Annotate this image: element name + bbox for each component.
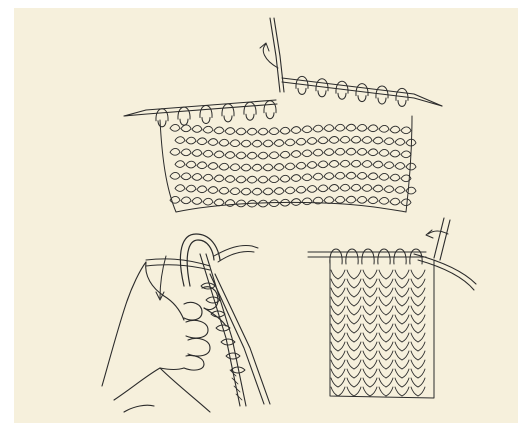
knitting-illustration: [14, 8, 518, 423]
illustration-panel: [14, 8, 518, 423]
paper-background: [14, 8, 518, 423]
